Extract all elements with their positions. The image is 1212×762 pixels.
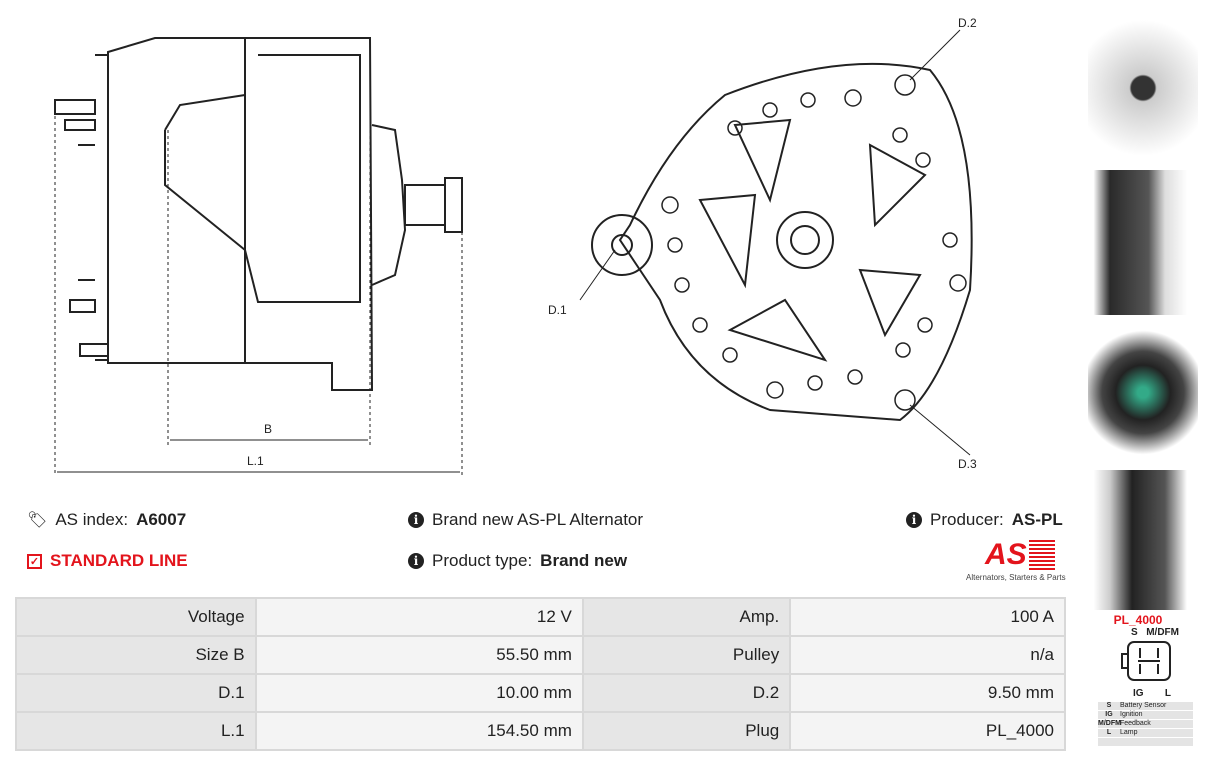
svg-text:B: B	[264, 422, 272, 436]
as-index: 🏷 AS index:A6007	[27, 510, 187, 529]
spec-label: D.2	[583, 675, 790, 711]
plug-name: PL_4000	[1113, 613, 1163, 627]
spec-label: Voltage	[17, 599, 255, 635]
spec-label: L.1	[17, 713, 255, 749]
spec-value: PL_4000	[791, 713, 1064, 749]
spec-label: Plug	[583, 713, 790, 749]
spec-value: 9.50 mm	[791, 675, 1064, 711]
alternator-side-drawing: B L.1	[54, 37, 463, 475]
spec-value: 10.00 mm	[256, 675, 582, 711]
standard-line-badge: ✓ STANDARD LINE	[27, 551, 188, 571]
info-icon: i	[906, 512, 922, 528]
tags-icon: 🏷	[27, 512, 48, 529]
spec-label: Amp.	[583, 599, 790, 635]
svg-text:D.2: D.2	[958, 16, 977, 30]
spec-label: Size B	[17, 637, 255, 673]
spec-label: Pulley	[583, 637, 790, 673]
spec-label: D.1	[17, 675, 255, 711]
product-photo-front[interactable]	[1088, 8, 1198, 168]
alternator-front-drawing: D.2 D.1 D.3	[548, 16, 977, 471]
checkbox-icon: ✓	[27, 553, 42, 569]
svg-text:D.3: D.3	[958, 457, 977, 471]
spec-value: 55.50 mm	[256, 637, 582, 673]
info-icon: i	[408, 553, 424, 569]
plug-connector-icon	[1121, 641, 1171, 681]
spec-value: n/a	[791, 637, 1064, 673]
spec-value: 12 V	[256, 599, 582, 635]
spec-value: 154.50 mm	[256, 713, 582, 749]
product-photo-plug-side[interactable]	[1088, 470, 1198, 610]
logo-tagline: Alternators, Starters & Parts	[966, 573, 1066, 582]
svg-text:D.1: D.1	[548, 303, 567, 317]
product-photo-side[interactable]	[1088, 170, 1198, 315]
pin-row	[1098, 738, 1193, 746]
info-icon: i	[408, 512, 424, 528]
spec-value: 100 A	[791, 599, 1064, 635]
as-logo: AS	[985, 538, 1055, 572]
product-photo-rear[interactable]	[1088, 320, 1198, 465]
svg-text:L.1: L.1	[247, 454, 264, 468]
